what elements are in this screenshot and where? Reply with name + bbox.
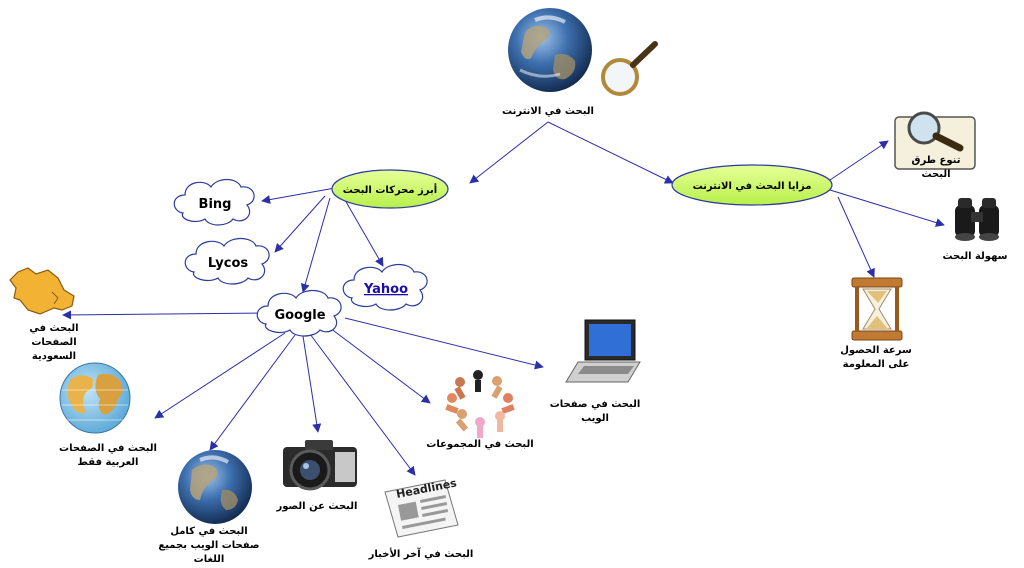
laptop-icon (565, 319, 641, 383)
engine-label-google: Google (274, 308, 325, 323)
feature-label-arabic: البحث في الصفحات العربية فقط (59, 443, 157, 468)
edge-google-all (209, 334, 296, 451)
newspaper-icon: Headlines (384, 476, 459, 538)
yahoo-cloud[interactable] (342, 263, 428, 311)
camera-icon (283, 440, 357, 491)
engine-label-bing: Bing (199, 197, 232, 212)
edge-root-engines (469, 121, 549, 184)
edge-engines-bing (261, 187, 336, 205)
magnifier-icon (894, 111, 976, 170)
feature-label-all-languages: البحث في كامل صفحات الويب بجميع اللغات (158, 526, 260, 565)
edges (62, 121, 945, 476)
globe-magnifier-icon (508, 8, 658, 96)
edge-google-news (309, 333, 416, 476)
edge-adv-speed (837, 196, 875, 278)
engines-node-shape[interactable] (331, 169, 449, 209)
world-map-icon (59, 362, 131, 434)
feature-label-news: البحث في آخر الأخبار (368, 549, 474, 560)
lycos-cloud[interactable] (184, 237, 270, 285)
edge-adv-ease (829, 189, 945, 227)
edge-engines-yahoo (344, 199, 384, 267)
feature-label-groups: البحث في المجموعات (426, 439, 534, 450)
edge-google-groups (329, 327, 431, 404)
google-cloud[interactable] (256, 289, 342, 337)
advantage-label-methods: تنوع طرق البحث (911, 155, 961, 180)
root-label: البحث في الانترنت (502, 106, 594, 117)
engine-link-yahoo[interactable]: Yahoo (363, 282, 408, 297)
engines-node-label: أبرز محركات البحث (343, 183, 437, 196)
hourglass-icon (851, 277, 903, 341)
binoculars-icon (955, 198, 999, 241)
edge-google-saudi (62, 310, 263, 320)
feature-label-web: البحث في صفحات الويب (549, 399, 641, 424)
edge-root-advantages (547, 121, 674, 184)
saudi-map-icon (9, 267, 75, 315)
engine-label-lycos: Lycos (208, 256, 249, 271)
edge-google-web (344, 317, 544, 370)
edge-engines-lycos (274, 195, 326, 253)
edge-adv-methods (829, 140, 889, 181)
edge-google-arabic (154, 332, 286, 419)
advantage-label-ease: سهولة البحث (942, 251, 1008, 262)
feature-label-saudi: البحث في الصفحات السعودية (29, 323, 79, 362)
bing-cloud[interactable] (173, 178, 255, 226)
people-circle-icon (445, 370, 515, 438)
edge-google-images (302, 335, 322, 433)
advantages-node-label: مزايا البحث في الانترنت (693, 181, 812, 192)
feature-label-images: البحث عن الصور (276, 501, 358, 512)
earth-globe-icon (178, 450, 252, 524)
advantages-node-shape[interactable] (671, 164, 833, 206)
advantage-label-speed: سرعة الحصول على المعلومة (840, 345, 912, 370)
edge-engines-google (300, 197, 331, 293)
